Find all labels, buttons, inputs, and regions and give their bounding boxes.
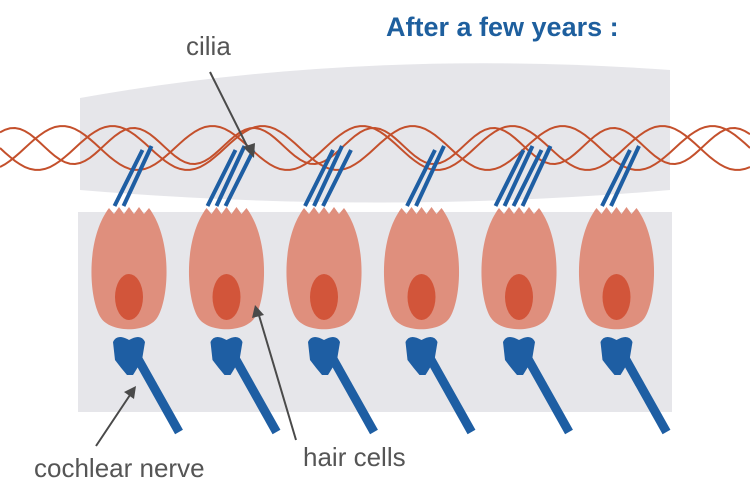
- hair-cell: [481, 145, 573, 435]
- nerve-ending: [113, 336, 145, 375]
- cochlear-nerve-arrowhead: [124, 386, 136, 399]
- nerve-ending: [503, 336, 535, 375]
- hair-cell: [188, 145, 281, 435]
- cilium: [205, 149, 238, 207]
- hair-cell: [286, 145, 378, 435]
- cochlear-nerve-pointer: [95, 391, 133, 447]
- cilia-pointer: [209, 71, 251, 153]
- hair-cell-body: [286, 207, 362, 330]
- cilium: [405, 149, 437, 207]
- cochlear-nerve-label: cochlear nerve: [34, 453, 205, 483]
- nucleus: [407, 274, 436, 320]
- hair-cells-group: [91, 145, 671, 435]
- hair-cells-arrowhead: [252, 305, 264, 318]
- hair-cell-body: [481, 207, 557, 330]
- cilium: [520, 145, 553, 207]
- cilium: [214, 145, 247, 207]
- nucleus: [115, 274, 143, 320]
- cilium: [502, 145, 535, 207]
- cilium: [112, 149, 145, 207]
- cilium: [223, 149, 256, 207]
- nerve-ending: [405, 336, 438, 375]
- cilium: [312, 145, 344, 207]
- nerve-fiber: [324, 347, 378, 435]
- cilia-arrowhead: [243, 143, 255, 158]
- cilium: [600, 149, 632, 207]
- hair-cells-label: hair cells: [303, 442, 406, 472]
- cilium: [511, 149, 544, 207]
- cilium: [121, 145, 154, 207]
- nucleus: [310, 274, 338, 320]
- nerve-fiber: [616, 347, 671, 435]
- cilium: [414, 145, 446, 207]
- lower-membrane: [78, 212, 672, 412]
- nerve-fiber: [519, 347, 573, 435]
- hair-cell: [578, 145, 671, 435]
- nucleus: [602, 274, 631, 320]
- hair-cell-body: [91, 207, 167, 330]
- sound-waves: [0, 125, 750, 171]
- cilium: [303, 149, 335, 207]
- nerve-fiber: [421, 347, 476, 435]
- nucleus: [505, 274, 533, 320]
- nerve-fiber: [129, 347, 183, 435]
- hair-cell-body: [578, 207, 655, 330]
- hair-cells-pointer: [257, 311, 297, 441]
- nerve-ending: [210, 336, 243, 375]
- cilia-label: cilia: [186, 31, 231, 61]
- sound-wave-3: [0, 126, 750, 166]
- nerve-ending: [308, 336, 340, 375]
- nerve-fiber: [226, 347, 281, 435]
- nerve-ending: [600, 336, 633, 375]
- hair-cell: [91, 145, 183, 435]
- hair-cell: [383, 145, 476, 435]
- cilium: [609, 145, 641, 207]
- pointer-lines: [95, 71, 297, 447]
- hair-cell-body: [383, 207, 460, 330]
- hair-cell-body: [188, 207, 265, 330]
- diagram-title: After a few years :: [386, 12, 619, 42]
- cilium: [493, 149, 526, 207]
- cilium: [321, 149, 353, 207]
- nucleus: [212, 274, 241, 320]
